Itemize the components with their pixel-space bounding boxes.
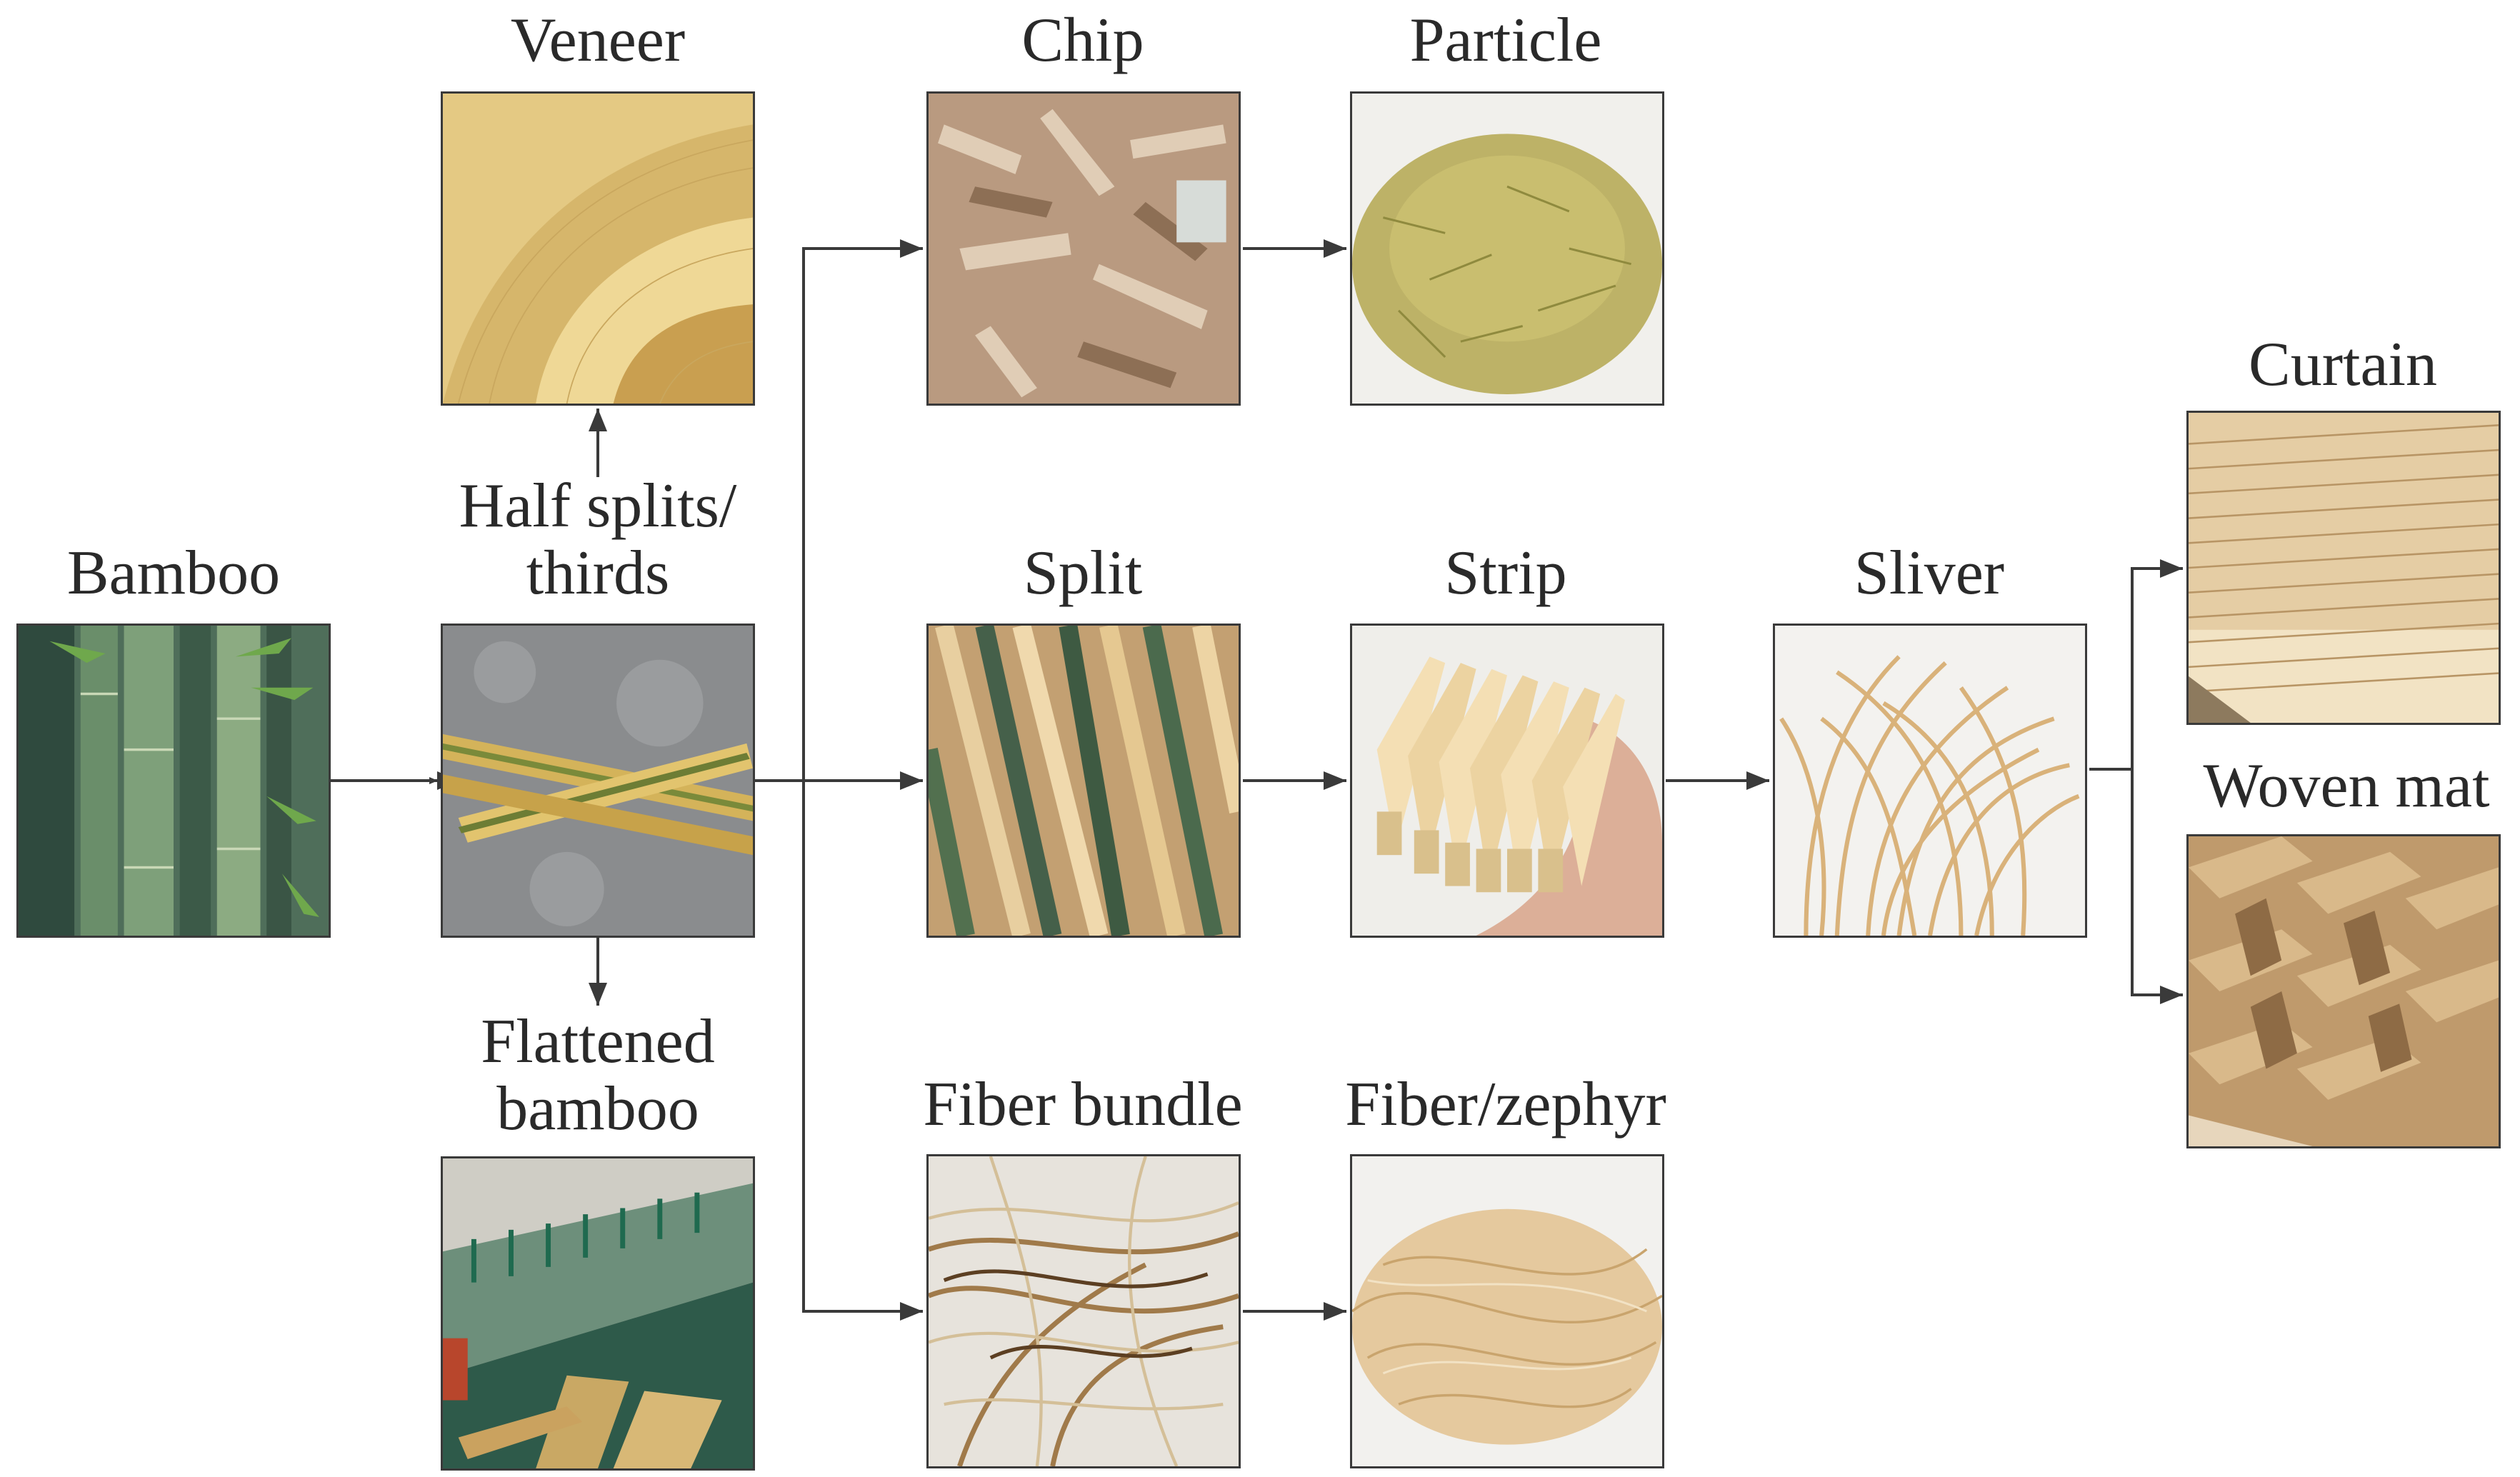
- label-woven-mat: Woven mat: [2203, 751, 2490, 821]
- photo-half-splits: [441, 624, 755, 938]
- arrowhead-strip: [1324, 771, 1346, 790]
- arrowhead-particle: [1324, 239, 1346, 258]
- photo-fiber-bundle: [926, 1154, 1241, 1468]
- arrowhead-curtain: [2160, 559, 2183, 578]
- branch-to-chip: [802, 247, 923, 781]
- label-curtain: Curtain: [2249, 330, 2437, 399]
- photo-fiber-zephyr: [1350, 1154, 1664, 1468]
- photo-strip: [1350, 624, 1664, 938]
- branch-to-fiber-bundle: [802, 781, 923, 1313]
- label-half-splits-line2: thirds: [526, 539, 670, 608]
- arrow-sliver-to-woven: [2131, 769, 2183, 996]
- label-strip: Strip: [1444, 539, 1567, 608]
- photo-curtain: [2186, 411, 2501, 725]
- arrowhead-veneer: [589, 409, 607, 431]
- label-fiber-bundle: Fiber bundle: [923, 1070, 1243, 1139]
- label-veneer: Veneer: [510, 6, 686, 75]
- photo-split: [926, 624, 1241, 938]
- label-fiber-zephyr: Fiber/zephyr: [1345, 1070, 1666, 1139]
- arrowhead-zephyr: [1324, 1302, 1346, 1321]
- photo-flattened-bamboo: [441, 1156, 755, 1471]
- arrowhead-woven: [2160, 986, 2183, 1004]
- photo-sliver: [1773, 624, 2087, 938]
- label-flattened-line2: bamboo: [496, 1074, 699, 1143]
- photo-particle: [1350, 91, 1664, 406]
- label-half-splits-line1: Half splits/: [459, 471, 737, 541]
- photo-woven-mat: [2186, 834, 2501, 1148]
- label-split: Split: [1023, 539, 1143, 608]
- arrowhead-flattened: [589, 983, 607, 1006]
- arrowhead-fiber-bundle: [900, 1302, 923, 1321]
- label-sliver: Sliver: [1854, 539, 2005, 608]
- photo-veneer: [441, 91, 755, 406]
- label-chip: Chip: [1021, 6, 1144, 75]
- arrowhead-sliver: [1746, 771, 1769, 790]
- label-particle: Particle: [1409, 6, 1602, 75]
- label-bamboo: Bamboo: [66, 539, 281, 608]
- arrow-sliver-to-curtain: [2131, 567, 2183, 769]
- arrowhead-split: [900, 771, 923, 790]
- photo-bamboo: [16, 624, 331, 938]
- arrowhead-chip: [900, 239, 923, 258]
- photo-chip: [926, 91, 1241, 406]
- label-flattened-line1: Flattened: [481, 1007, 715, 1076]
